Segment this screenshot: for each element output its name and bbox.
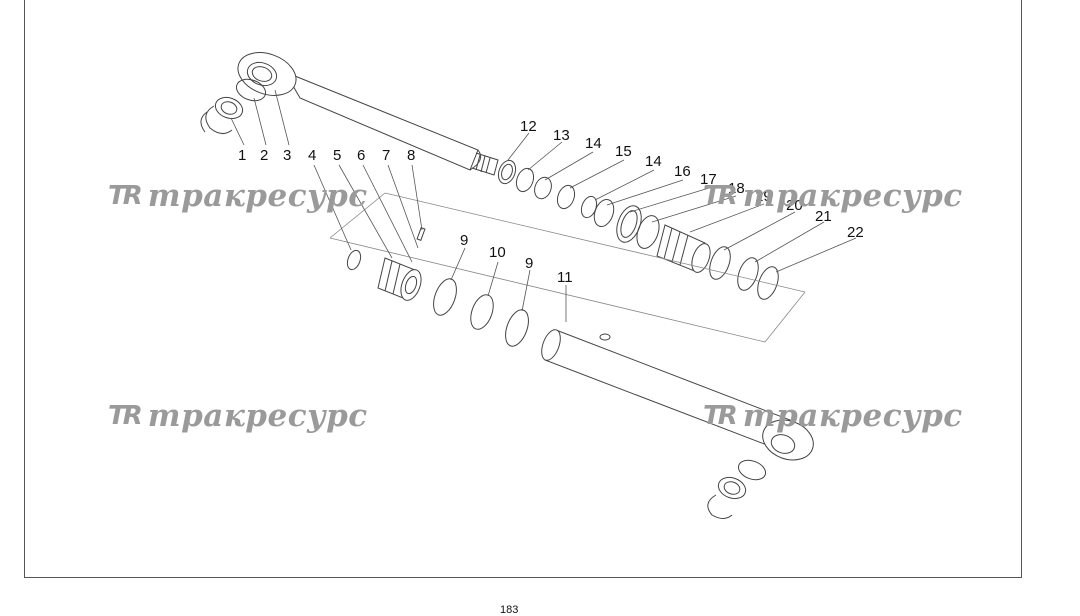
callout-14: 14 — [585, 135, 602, 152]
callout-9: 9 — [460, 232, 468, 249]
callout-2: 2 — [260, 147, 268, 164]
callout-numbers: 1 2 3 4 5 6 7 8 9 10 9 11 12 13 14 15 14… — [238, 118, 864, 286]
watermark-logo: TR — [108, 181, 143, 211]
callout-3: 3 — [283, 147, 291, 164]
callout-21: 21 — [815, 208, 832, 225]
watermark-text: тракресурс — [147, 398, 368, 434]
callout-1: 1 — [238, 147, 246, 164]
watermark: TR тракресурс — [703, 398, 963, 434]
watermark: TR тракресурс — [108, 178, 368, 214]
callout-14b: 14 — [645, 153, 662, 170]
watermark: TR тракресурс — [703, 178, 963, 214]
callout-12: 12 — [520, 118, 537, 135]
callout-6: 6 — [357, 147, 365, 164]
assembly-guide-lines — [329, 192, 806, 343]
piston-assembly — [346, 227, 529, 347]
callout-15: 15 — [615, 143, 632, 160]
watermark-text: тракресурс — [742, 398, 963, 434]
watermark-logo: TR — [108, 401, 143, 431]
callout-13: 13 — [553, 127, 570, 144]
rod-end-bushings — [200, 78, 267, 134]
watermark-text: тракресурс — [147, 178, 368, 214]
callout-18: 18 — [728, 180, 745, 197]
watermark-logo: TR — [703, 181, 738, 211]
callout-20: 20 — [786, 197, 803, 214]
callout-17: 17 — [700, 171, 717, 188]
callout-19: 19 — [755, 188, 772, 205]
leader-lines — [230, 89, 857, 322]
callout-16: 16 — [674, 163, 691, 180]
callout-7: 7 — [382, 147, 390, 164]
watermark-text: тракресурс — [742, 178, 963, 214]
page-number: 183 — [500, 604, 519, 616]
callout-10: 10 — [489, 244, 506, 261]
watermark: TR тракресурс — [108, 398, 368, 434]
callout-9b: 9 — [525, 255, 533, 272]
watermark-logo: TR — [703, 401, 738, 431]
callout-22: 22 — [847, 224, 864, 241]
callout-5: 5 — [333, 147, 341, 164]
drawing-frame — [24, 0, 1022, 578]
piston-rod — [237, 52, 499, 176]
callout-8: 8 — [407, 147, 415, 164]
rod-seals — [497, 159, 615, 228]
cylinder-tube — [541, 329, 814, 519]
callout-4: 4 — [308, 147, 316, 164]
callout-11: 11 — [557, 269, 573, 286]
